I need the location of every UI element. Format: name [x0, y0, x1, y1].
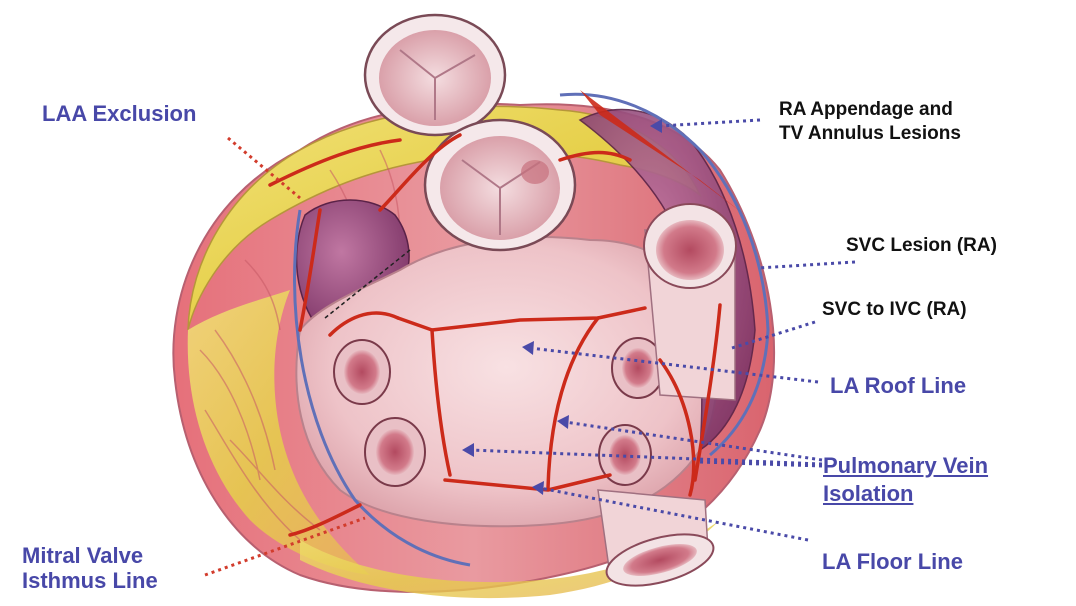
pointer-svc-lesion	[758, 262, 855, 268]
ra-appendage-label: RA Appendage and TV Annulus Lesions	[779, 98, 961, 147]
pulmonary-vein-isolation-label: Pulmonary Vein Isolation	[823, 452, 988, 508]
aortic-valve	[365, 15, 505, 135]
ra-appendage-label-line1: RA Appendage and	[779, 98, 961, 122]
pointer-ra-appendage	[660, 120, 760, 126]
laa-exclusion-label: LAA Exclusion	[42, 100, 196, 128]
superior-vena-cava	[644, 204, 736, 400]
ra-appendage-label-line2: TV Annulus Lesions	[779, 122, 961, 146]
pulmonary-valve	[425, 120, 575, 250]
la-floor-line-label: LA Floor Line	[822, 548, 963, 576]
mitral-valve-label-line1: Mitral Valve	[22, 543, 158, 568]
pulmonary-vein-left-lower	[365, 418, 425, 486]
pulmonary-vein-left-upper	[334, 340, 390, 404]
pulmonary-vein-label-line2: Isolation	[823, 480, 988, 508]
mitral-valve-label-line2: Isthmus Line	[22, 568, 158, 593]
pulmonary-vein-label-line1: Pulmonary Vein	[823, 452, 988, 480]
inferior-vena-cava	[598, 490, 719, 595]
svc-lesion-label: SVC Lesion (RA)	[846, 234, 997, 258]
la-roof-line-label: LA Roof Line	[830, 372, 966, 400]
mitral-valve-label: Mitral Valve Isthmus Line	[22, 543, 158, 594]
svc-to-ivc-label: SVC to IVC (RA)	[822, 298, 967, 322]
